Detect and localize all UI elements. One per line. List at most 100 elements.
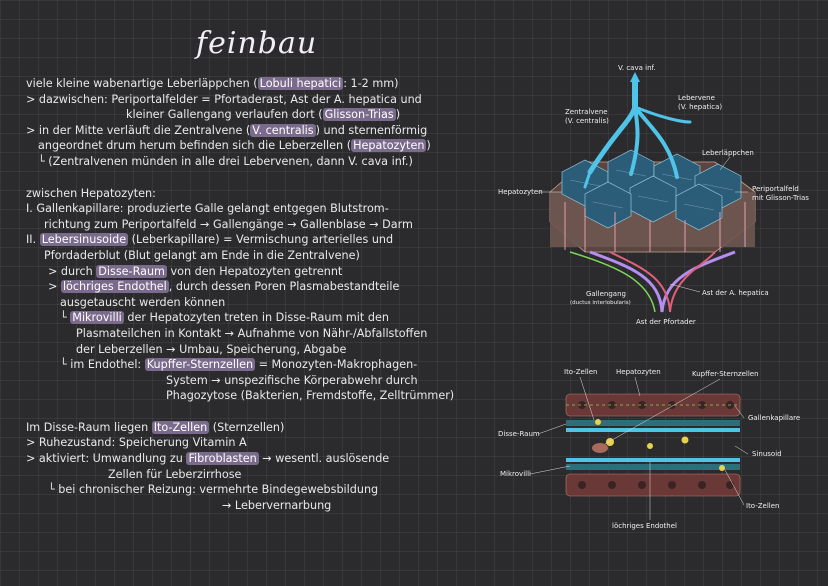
notes-text: viele kleine wabenartige Leberläppchen (… [26,76,506,513]
portal-vein [589,250,736,313]
note-line: └ (Zentralvenen münden in alle drei Lebe… [26,154,506,170]
label-lebervene-sub: (V. hepatica) [678,103,722,111]
note-text: zwischen Hepatozyten: [26,186,156,200]
note-text: viele kleine wabenartige Leberläppchen ( [26,77,258,90]
note-line: Im Disse-Raum liegen Ito-Zellen (Sternze… [26,420,506,436]
highlighted-term: Fibroblasten [186,452,259,466]
note-gap [26,404,506,420]
note-line: richtung zum Periportalfeld → Gallengäng… [26,217,506,233]
note-text: (Sternzellen) [209,420,285,434]
label-pfortader: Ast der Pfortader [636,318,696,326]
note-line: └ Mikrovilli der Hepatozyten treten in D… [26,310,506,326]
label-gallenkapillare: Gallenkapillare [748,414,800,422]
label-zentralvene-sub: (V. centralis) [565,117,609,125]
note-text: I. Gallenkapillare: produzierte Galle ge… [26,202,389,216]
hepatocyte-row-bottom [565,473,741,497]
note-line: Phagozytose (Bakterien, Fremdstoffe, Zel… [26,388,506,404]
note-line: ausgetauscht werden können [26,295,506,311]
note-line: > löchriges Endothel, durch dessen Poren… [26,279,506,295]
label-hepatozyten: Hepatozyten [498,188,543,196]
note-text: System → unspezifische Körperabwehr durc… [166,373,418,387]
note-text: └ [60,311,71,325]
note-line: > dazwischen: Periportalfelder = Pfortad… [26,92,506,108]
note-text: → Lebervernarbung [222,498,332,512]
note-line: angeordnet drum herum befinden sich die … [26,138,506,154]
hepatic-artery [609,251,716,313]
label-a-hepatica: Ast der A. hepatica [702,289,769,297]
highlighted-term: Lebersinusoide [39,233,129,247]
highlighted-term: V. centralis [250,123,316,137]
highlighted-term: Hepatozyten [351,139,427,153]
note-text: └ bei chronischer Reizung: vermehrte Bin… [48,483,379,497]
note-line: > in der Mitte verläuft die Zentralvene … [26,123,506,139]
label-kupffer: Kupffer-Sternzellen [692,370,759,378]
note-text: Phagozytose (Bakterien, Fremdstoffe, Zel… [166,389,455,403]
label-periportalfeld: Periportalfeld [752,185,799,193]
note-text: = Monozyten-Makrophagen- [255,358,418,372]
label-ito: Ito-Zellen [564,368,597,376]
note-text: > dazwischen: Periportalfelder = Pfortad… [26,92,422,106]
highlighted-term: Ito-Zellen [151,420,210,434]
note-text: Pfordaderblut (Blut gelangt am Ende in d… [44,248,360,262]
note-line: Zellen für Leberzirrhose [26,467,506,483]
label-zentralvene: Zentralvene [565,108,608,116]
label-disse: Disse-Raum [498,430,540,438]
note-text: der Leberzellen → Umbau, Speicherung, Ab… [76,342,347,356]
label-periportalfeld-sub: mit Glisson-Trias [752,194,809,202]
note-line: → Lebervernarbung [26,498,506,514]
sinusoid-diagram: Ito-Zellen Hepatozyten Kupffer-Sternzell… [498,368,800,530]
note-text: > [48,280,61,294]
note-text: └ im Endothel: [60,358,145,372]
note-line: └ im Endothel: Kupffer-Sternzellen = Mon… [26,357,506,373]
note-line: I. Gallenkapillare: produzierte Galle ge… [26,201,506,217]
label-v-cava: V. cava inf. [618,64,656,72]
note-text: von den Hepatozyten getrennt [166,264,343,278]
note-line: Pfordaderblut (Blut gelangt am Ende in d… [26,248,506,264]
label-sinusoid: Sinusoid [752,450,782,458]
label-lebervene: Lebervene [678,94,715,102]
kupffer-cell [592,443,608,453]
note-text: II. [26,233,40,247]
highlighted-term: Mikrovilli [70,311,124,325]
note-text: > in der Mitte verläuft die Zentralvene … [26,123,251,137]
label-endothel: löchriges Endothel [612,522,677,530]
note-text: kleiner Gallengang verlaufen dort ( [126,108,323,122]
note-text: > Ruhezustand: Speicherung Vitamin A [26,436,247,450]
endothel-bottom [566,458,740,462]
note-line: II. Lebersinusoide (Leberkapillare) = Ve… [26,232,506,248]
note-text: ) [426,139,431,153]
label-gallengang-sub: (ductus interlobularis) [570,300,631,306]
note-text: : 1-2 mm) [343,77,399,90]
note-text: der Hepatozyten treten in Disse-Raum mit… [123,311,389,325]
note-text: ) [395,108,401,122]
note-text: ausgetauscht werden können [60,295,226,309]
label-gallengang: Gallengang [586,290,626,298]
note-line: zwischen Hepatozyten: [26,186,506,202]
note-line: der Leberzellen → Umbau, Speicherung, Ab… [26,342,506,358]
note-text: > durch [48,264,97,278]
note-line: System → unspezifische Körperabwehr durc… [26,373,506,389]
endothel-top [566,428,740,432]
liver-lobule-diagram: V. cava inf. Lebervene (V. hepatica) Zen… [498,64,809,326]
note-text: ) und sternenförmig [315,123,428,137]
highlighted-term: Kupffer-Sternzellen [144,358,256,372]
label-leberlaeppchen: Leberläppchen [702,149,754,157]
page-title: feinbau [196,26,318,61]
note-line: └ bei chronischer Reizung: vermehrte Bin… [26,482,506,498]
note-line: > aktiviert: Umwandlung zu Fibroblasten … [26,451,506,467]
note-text: Im Disse-Raum liegen [26,420,152,434]
note-text: (Leberkapillare) = Vermischung arteriell… [128,233,394,247]
bile-duct [569,251,656,313]
highlighted-term: löchriges Endothel [60,280,169,294]
label-mikrovilli: Mikrovilli [500,470,531,478]
highlighted-term: Disse-Raum [96,264,167,278]
note-line: > durch Disse-Raum von den Hepatozyten g… [26,264,506,280]
note-text: , durch dessen Poren Plasmabestandteile [168,280,400,294]
note-text: Zellen für Leberzirrhose [108,467,242,481]
note-line: Plasmateilchen in Kontakt → Aufnahme von… [26,326,506,342]
label-hepatozyten: Hepatozyten [616,368,661,376]
note-line: > Ruhezustand: Speicherung Vitamin A [26,435,506,451]
note-text: └ (Zentralvenen münden in alle drei Lebe… [38,154,413,168]
note-line: viele kleine wabenartige Leberläppchen (… [26,76,506,92]
